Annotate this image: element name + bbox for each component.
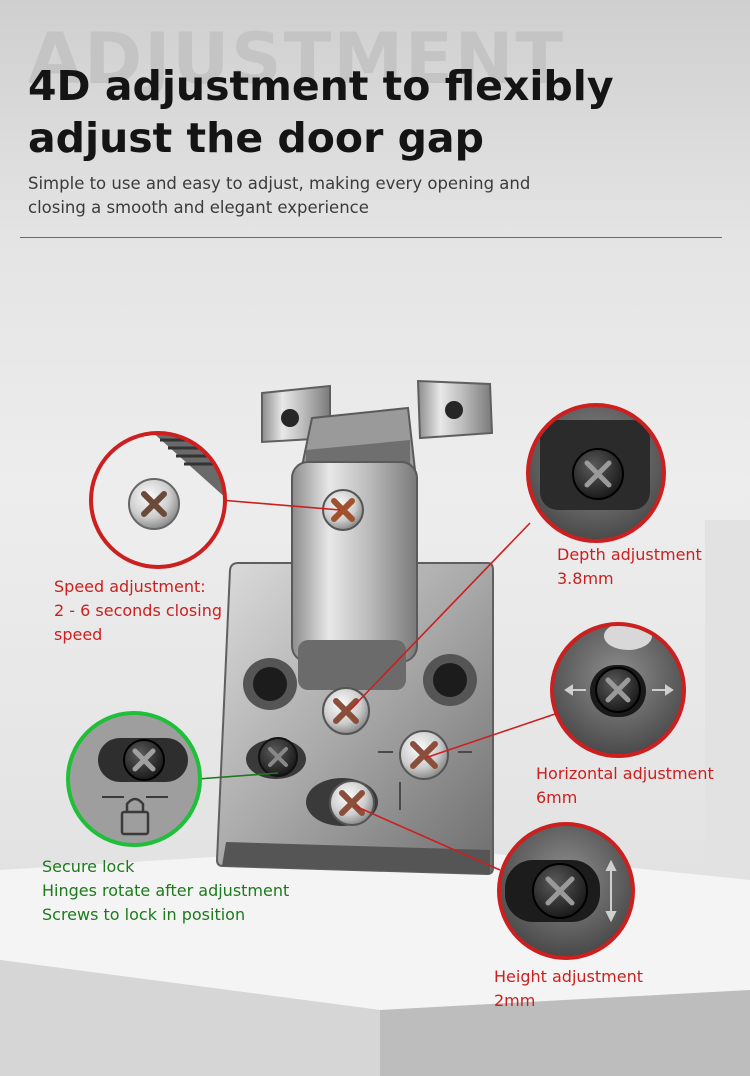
speed-adjustment-title: Speed adjustment:	[54, 577, 206, 596]
depth-adjustment-value: 3.8mm	[557, 569, 614, 588]
zoom-circle-speed	[89, 431, 227, 569]
pedestal-side	[380, 990, 750, 1076]
zoom-circle-height	[497, 822, 635, 960]
secure-lock-title: Secure lock	[42, 857, 135, 876]
header-divider	[20, 237, 722, 238]
horizontal-adjustment-value: 6mm	[536, 788, 578, 807]
depth-adjustment-title: Depth adjustment	[557, 545, 702, 564]
speed-adjustment-desc-2: speed	[54, 625, 103, 644]
phillips-screw-icon	[258, 737, 298, 777]
phillips-screw-icon	[322, 489, 364, 531]
page-title: 4D adjustment to flexibly adjust the doo…	[28, 62, 614, 162]
zoom-circle-horizontal	[550, 622, 686, 758]
padlock-icon	[120, 797, 150, 836]
secure-lock-label: Secure lock Hinges rotate after adjustme…	[42, 855, 312, 927]
phillips-screw-icon	[329, 780, 375, 826]
page-subtitle: Simple to use and easy to adjust, making…	[28, 174, 531, 217]
height-adjustment-label: Height adjustment 2mm	[494, 965, 674, 1013]
horizontal-adjustment-title: Horizontal adjustment	[536, 764, 714, 783]
secure-lock-desc-2: Screws to lock in position	[42, 905, 246, 924]
double-arrow-icon	[378, 751, 472, 810]
zoom-circle-depth	[526, 403, 666, 543]
height-adjustment-value: 2mm	[494, 991, 536, 1010]
phillips-screw-icon	[322, 687, 370, 735]
phillips-screw-icon	[399, 730, 449, 780]
pedestal-front	[0, 960, 380, 1076]
callout-connectors	[197, 499, 556, 871]
watermark-text: ADJUSTMENT	[28, 18, 566, 100]
speed-adjustment-label: Speed adjustment: 2 - 6 seconds closing …	[54, 575, 254, 647]
zoom-circle-lock	[66, 711, 202, 847]
height-adjustment-title: Height adjustment	[494, 967, 643, 986]
depth-adjustment-label: Depth adjustment 3.8mm	[557, 543, 737, 591]
double-arrow-icon	[564, 684, 674, 696]
double-arrow-icon	[605, 859, 617, 923]
speed-adjustment-desc: 2 - 6 seconds closing	[54, 601, 222, 620]
secure-lock-desc: Hinges rotate after adjustment	[42, 881, 290, 900]
horizontal-adjustment-label: Horizontal adjustment 6mm	[536, 762, 736, 810]
